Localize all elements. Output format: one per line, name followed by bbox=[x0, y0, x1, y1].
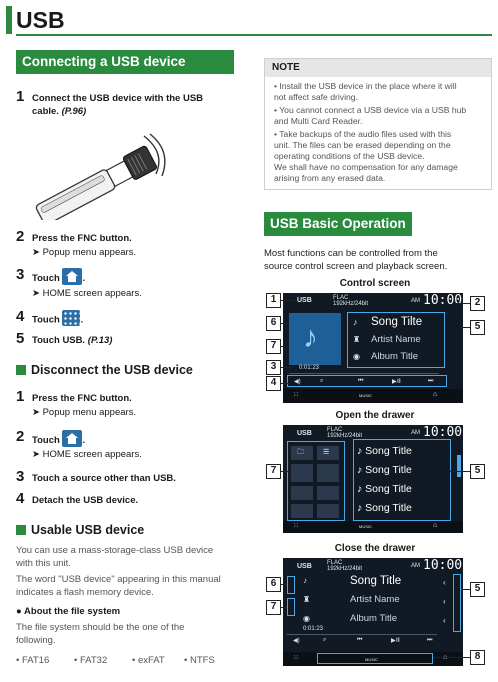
bottom-nav: ⁙ MUSIC ⌂ bbox=[283, 389, 463, 403]
artist-icon: ♜ bbox=[303, 595, 311, 604]
open-drawer-screen: USB FLAC 192kHz/24bit AM 10:00 🗀 ☰ ♪ Son… bbox=[283, 425, 463, 533]
callout-6: 6 bbox=[266, 316, 281, 331]
callout-5: 5 bbox=[470, 320, 485, 335]
home-icon: ⌂ bbox=[433, 391, 438, 398]
step-text-2: cable. (P.96) bbox=[32, 106, 87, 117]
drawer-song-list bbox=[353, 439, 451, 521]
drawer-song-3[interactable]: ♪ Song Title bbox=[357, 483, 412, 495]
control-screen: USB FLAC 192kHz/24bit AM 10:00 ♪ Song Ti… bbox=[283, 293, 463, 403]
callout-6c: 6 bbox=[266, 577, 281, 592]
chevron-left-icon: ‹ bbox=[443, 578, 446, 587]
chevron-left-icon: ‹ bbox=[443, 597, 446, 606]
track-info-box bbox=[347, 312, 445, 368]
step-number: 1 bbox=[16, 88, 25, 105]
step-text: Connect the USB device with the USB bbox=[32, 93, 204, 104]
app-grid-icon bbox=[62, 310, 81, 326]
callout-2: 2 bbox=[470, 296, 485, 311]
control-bar: ◀) ⌕ ⏮ ▶/‖ ⏭ bbox=[287, 375, 447, 387]
note-box: NOTE • Install the USB device in the pla… bbox=[264, 58, 492, 190]
music-note-icon: ♪ bbox=[303, 321, 318, 354]
callout-8: 8 bbox=[470, 650, 485, 665]
callout-1: 1 bbox=[266, 293, 281, 308]
status-area bbox=[317, 653, 433, 664]
note-item-3: • Take backups of the audio files used w… bbox=[274, 129, 458, 183]
home-icon bbox=[62, 430, 83, 447]
prev-icon: ⏮ bbox=[357, 637, 363, 643]
list-icon: ☰ bbox=[317, 446, 339, 460]
title-rule bbox=[16, 34, 492, 36]
volume-icon: ◀) bbox=[294, 379, 301, 385]
open-drawer-label: Open the drawer bbox=[335, 410, 415, 421]
callout-7: 7 bbox=[266, 339, 281, 354]
callout-5b: 5 bbox=[470, 464, 485, 479]
bottom-nav: ⁙ MUSIC ⌂ bbox=[283, 521, 463, 533]
callout-7b: 7 bbox=[266, 464, 281, 479]
folder-icon: 🗀 bbox=[291, 446, 313, 460]
usb-cable-illustration bbox=[35, 133, 166, 220]
usable-para-2: The word "USB device" appearing in this … bbox=[16, 574, 221, 598]
title-accent-block bbox=[6, 6, 12, 34]
note-item-1: • Install the USB device in the place wh… bbox=[274, 81, 457, 102]
app-grid-icon: ⁙ bbox=[293, 655, 299, 662]
page-title: USB bbox=[16, 7, 65, 33]
play-pause-icon: ▶/‖ bbox=[392, 379, 401, 385]
search-icon: ⌕ bbox=[323, 637, 327, 643]
drawer-panel: 🗀 ☰ bbox=[287, 441, 345, 521]
subsection-disconnect: Disconnect the USB device bbox=[16, 362, 193, 378]
drawer-tab[interactable] bbox=[453, 574, 461, 632]
artist-icon: ♜ bbox=[353, 335, 361, 344]
album-icon: ◉ bbox=[353, 352, 360, 361]
basic-intro: Most functions can be controlled from th… bbox=[264, 248, 448, 272]
album-art: ♪ bbox=[289, 313, 341, 365]
close-drawer-label: Close the drawer bbox=[334, 543, 416, 554]
scrollbar[interactable] bbox=[457, 455, 461, 477]
note-item-2: • You cannot connect a USB device via a … bbox=[274, 105, 467, 126]
usable-para-1: You can use a mass-storage-class USB dev… bbox=[16, 545, 214, 569]
file-system-heading: ● About the file system bbox=[16, 606, 121, 617]
home-icon: ⌂ bbox=[433, 522, 438, 529]
next-icon: ⏭ bbox=[428, 378, 434, 384]
control-screen-label: Control screen bbox=[339, 278, 411, 289]
album-icon: ◉ bbox=[303, 614, 310, 623]
search-icon: ⌕ bbox=[320, 378, 324, 384]
callout-3: 3 bbox=[266, 360, 281, 375]
callout-4: 4 bbox=[266, 376, 281, 391]
drawer-handle-2[interactable] bbox=[287, 598, 295, 616]
file-system-text: The file system should be the one of the… bbox=[16, 622, 185, 646]
volume-icon: ◀) bbox=[293, 638, 300, 644]
note-icon: ♪ bbox=[303, 576, 307, 585]
subsection-usable: Usable USB device bbox=[16, 522, 144, 538]
play-pause-icon: ▶/‖ bbox=[391, 638, 400, 644]
bottom-nav: ⁙ MUSIC ⌂ bbox=[283, 652, 463, 666]
note-heading: NOTE bbox=[265, 59, 491, 77]
drawer-song-2[interactable]: ♪ Song Title bbox=[357, 464, 412, 476]
app-grid-icon: ⁙ bbox=[293, 523, 299, 530]
control-bar: ◀) ⌕ ⏮ ▶/‖ ⏭ bbox=[287, 636, 447, 646]
callout-7c: 7 bbox=[266, 600, 281, 615]
callout-5c: 5 bbox=[470, 582, 485, 597]
note-icon: ♪ bbox=[353, 317, 358, 327]
drawer-song-4[interactable]: ♪ Song Title bbox=[357, 502, 412, 514]
prev-icon: ⏮ bbox=[358, 378, 364, 384]
home-icon bbox=[62, 268, 83, 285]
chevron-left-icon: ‹ bbox=[443, 616, 446, 625]
drawer-song-1[interactable]: ♪ Song Title bbox=[357, 445, 412, 457]
section-basic-operation: USB Basic Operation bbox=[264, 212, 412, 236]
section-connecting: Connecting a USB device bbox=[16, 50, 234, 74]
drawer-handle[interactable] bbox=[287, 576, 295, 594]
next-icon: ⏭ bbox=[427, 637, 433, 643]
app-grid-icon: ⁙ bbox=[293, 392, 299, 399]
close-drawer-screen: USB FLAC 192kHz/24bit AM 10:00 Song Titl… bbox=[283, 558, 463, 666]
